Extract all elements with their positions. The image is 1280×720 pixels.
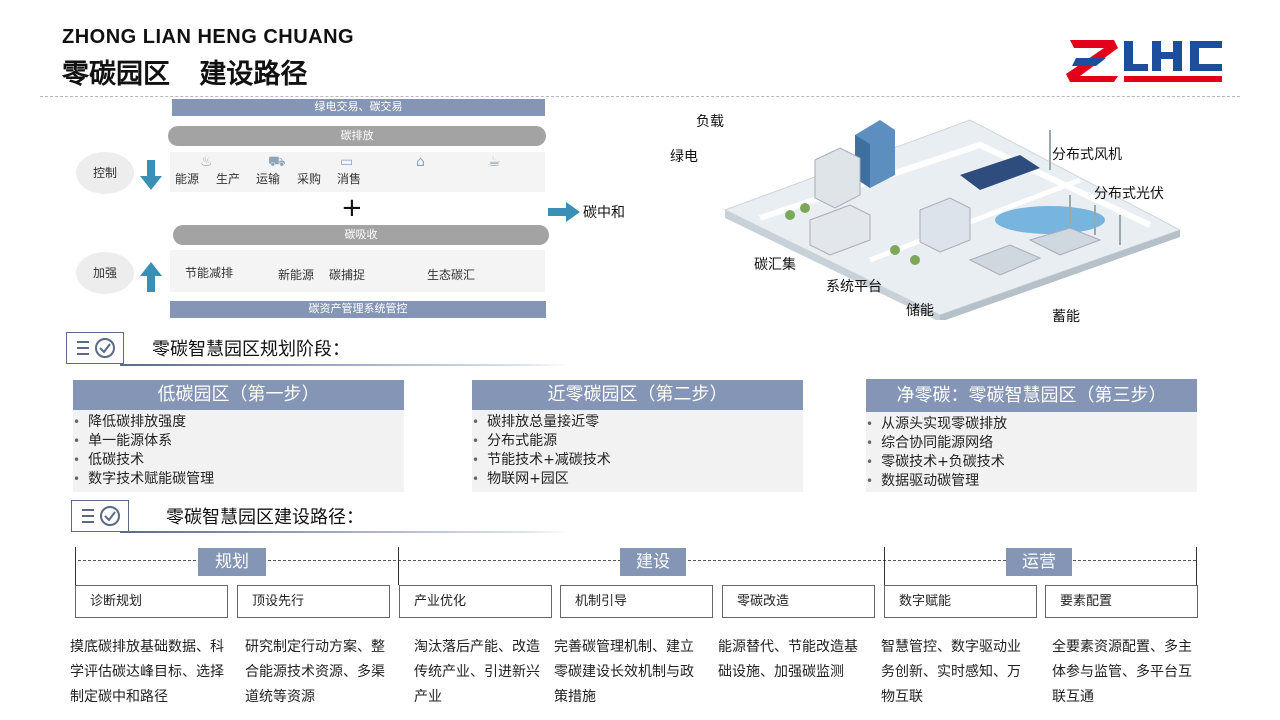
stage-2-body: 碳排放总量接近零 分布式能源 节能技术+减碳技术 物联网+园区 bbox=[472, 410, 803, 492]
right-arrow-icon bbox=[548, 202, 580, 222]
stage-1-body: 降低碳排放强度 单一能源体系 低碳技术 数字技术赋能碳管理 bbox=[73, 410, 404, 492]
step-diagnosis: 诊断规划 bbox=[75, 585, 228, 618]
carbon-neutral-label: 碳中和 bbox=[583, 205, 625, 221]
page-title: 零碳园区 建设路径 bbox=[62, 59, 308, 90]
stage-3-title: 净零碳：零碳智慧园区（第三步） bbox=[866, 379, 1197, 412]
enhance-label: 加强 bbox=[76, 252, 134, 294]
up-arrow-icon bbox=[140, 262, 162, 292]
emission-pill: 碳排放 bbox=[168, 126, 546, 146]
emission-band: ♨ ⛟ ▭ ⌂ ☕ 能源 生产 运输 采购 消售 bbox=[170, 152, 545, 192]
emission-item: 生产 bbox=[216, 172, 241, 186]
stage-3-body: 从源头实现零碳排放 综合协同能源网络 零碳技术+负碳技术 数据驱动碳管理 bbox=[866, 412, 1197, 492]
absorb-item: 节能减排 bbox=[185, 266, 234, 280]
step-description: 全要素资源配置、多主体参与监管、多平台互联互通 bbox=[1052, 639, 1192, 705]
stage-1-item: 降低碳排放强度 bbox=[73, 413, 404, 432]
emission-item: 消售 bbox=[337, 172, 362, 186]
absorb-item: 新能源 bbox=[278, 268, 315, 282]
label-storage: 储能 bbox=[906, 303, 934, 319]
step-description: 智慧管控、数字驱动业务创新、实时感知、万物互联 bbox=[881, 639, 1021, 705]
emission-item: 能源 bbox=[175, 172, 200, 186]
stage-3-item: 从源头实现零碳排放 bbox=[866, 415, 1197, 434]
stage-2-title: 近零碳园区（第二步） bbox=[472, 380, 803, 410]
label-heat-storage: 蓄能 bbox=[1052, 309, 1080, 325]
phase-planning: 规划 bbox=[198, 548, 266, 576]
step-description: 摸底碳排放基础数据、科学评估碳达峰目标、选择制定碳中和路径 bbox=[70, 639, 224, 705]
park-illustration bbox=[723, 119, 1182, 320]
cup-icon: ☕ bbox=[488, 154, 501, 170]
step-description: 完善碳管理机制、建立零碳建设长效机制与政策措施 bbox=[554, 639, 694, 705]
company-name-en: ZHONG LIAN HENG CHUANG bbox=[62, 26, 355, 48]
control-label: 控制 bbox=[76, 152, 134, 194]
label-platform: 系统平台 bbox=[826, 279, 882, 295]
stage-1-title: 低碳园区（第一步） bbox=[73, 380, 404, 410]
plus-sign: + bbox=[341, 193, 363, 223]
emission-item: 运输 bbox=[256, 172, 281, 186]
step-zero-carbon-retrofit: 零碳改造 bbox=[722, 585, 875, 618]
company-logo bbox=[1066, 40, 1222, 82]
stage-3-item: 数据驱动碳管理 bbox=[866, 472, 1197, 491]
phase-construction: 建设 bbox=[620, 548, 686, 576]
timeline-tick bbox=[884, 547, 885, 585]
absorb-pill: 碳吸收 bbox=[173, 225, 549, 245]
label-wind: 分布式风机 bbox=[1052, 147, 1122, 163]
stage-2-item: 分布式能源 bbox=[472, 432, 803, 451]
label-green-power: 绿电 bbox=[670, 149, 698, 165]
timeline-tick bbox=[1196, 547, 1197, 585]
step-top-design: 顶设先行 bbox=[237, 585, 390, 618]
timeline-tick bbox=[75, 547, 76, 585]
transport-icon: ⛟ bbox=[268, 154, 286, 170]
energy-icon: ♨ bbox=[200, 154, 213, 170]
absorb-item: 生态碳汇 bbox=[427, 268, 476, 282]
label-solar: 分布式光伏 bbox=[1094, 186, 1164, 202]
planning-underline bbox=[120, 364, 570, 366]
step-description: 淘汰落后产能、改造传统产业、引进新兴产业 bbox=[414, 639, 540, 705]
step-industry-optimization: 产业优化 bbox=[399, 585, 552, 618]
factory-icon: ⌂ bbox=[416, 154, 425, 170]
step-digital-empowerment: 数字赋能 bbox=[884, 585, 1037, 618]
checklist-icon bbox=[66, 332, 124, 364]
absorb-item: 碳捕捉 bbox=[329, 268, 366, 282]
stage-2-item: 节能技术+减碳技术 bbox=[472, 451, 803, 470]
down-arrow-icon bbox=[140, 160, 162, 190]
planning-section-title: 零碳智慧园区规划阶段： bbox=[152, 339, 350, 360]
step-mechanism-guidance: 机制引导 bbox=[560, 585, 713, 618]
stage-2-item: 物联网+园区 bbox=[472, 470, 803, 489]
stage-1-item: 数字技术赋能碳管理 bbox=[73, 470, 404, 489]
stage-3-item: 零碳技术+负碳技术 bbox=[866, 453, 1197, 472]
step-description: 研究制定行动方案、整合能源技术资源、多渠道统等资源 bbox=[245, 639, 385, 705]
stage-3-item: 综合协同能源网络 bbox=[866, 434, 1197, 453]
step-description: 能源替代、节能改造基础设施、加强碳监测 bbox=[718, 639, 858, 680]
stage-1-item: 低碳技术 bbox=[73, 451, 404, 470]
header-divider bbox=[40, 96, 1240, 97]
label-load: 负载 bbox=[696, 114, 724, 130]
bottom-bar-asset-mgmt: 碳资产管理系统管控 bbox=[170, 301, 546, 318]
absorb-band: 节能减排 新能源 碳捕捉 生态碳汇 bbox=[170, 250, 545, 292]
path-section-title: 零碳智慧园区建设路径： bbox=[166, 507, 364, 528]
timeline-tick bbox=[398, 547, 399, 585]
phase-operation: 运营 bbox=[1006, 548, 1072, 576]
purchase-icon: ▭ bbox=[340, 154, 354, 170]
stage-2-item: 碳排放总量接近零 bbox=[472, 413, 803, 432]
emission-item: 采购 bbox=[297, 172, 322, 186]
top-bar-green-trade: 绿电交易、碳交易 bbox=[172, 99, 545, 116]
step-factor-allocation: 要素配置 bbox=[1045, 585, 1198, 618]
checklist-icon bbox=[71, 500, 129, 532]
stage-1-item: 单一能源体系 bbox=[73, 432, 404, 451]
label-carbon-sink: 碳汇集 bbox=[754, 257, 796, 273]
path-underline bbox=[120, 531, 570, 533]
